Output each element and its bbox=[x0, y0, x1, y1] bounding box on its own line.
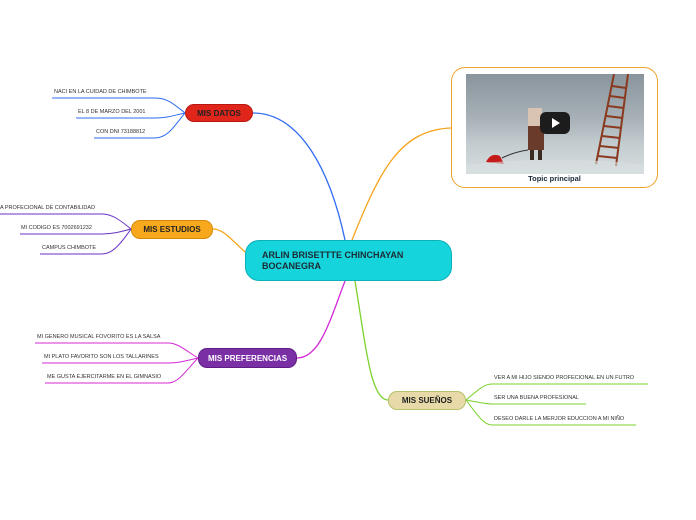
connector-datos bbox=[253, 113, 345, 240]
branch-mis-estudios-label: MIS ESTUDIOS bbox=[143, 225, 200, 234]
connector-suenos bbox=[355, 281, 388, 400]
leaf-suenos-1[interactable]: VER A MI HIJO SIENDO PROFECIONAL EN UN F… bbox=[494, 375, 634, 382]
topic-video-card[interactable]: Topic principal bbox=[451, 67, 658, 188]
leaf-estudios-3[interactable]: CAMPUS CHIMBOTE bbox=[42, 245, 96, 252]
connector-estudios bbox=[213, 229, 245, 252]
play-icon[interactable] bbox=[540, 112, 570, 134]
branch-mis-suenos-label: MIS SUEÑOS bbox=[402, 396, 452, 405]
branch-mis-suenos[interactable]: MIS SUEÑOS bbox=[388, 391, 466, 410]
branch-mis-datos-label: MIS DATOS bbox=[197, 109, 241, 118]
leaf-preferencias-2[interactable]: MI PLATO FAVORITO SON LOS TALLARINES bbox=[44, 354, 159, 361]
branch-mis-preferencias-label: MIS PREFERENCIAS bbox=[208, 354, 287, 363]
leaf-preferencias-3[interactable]: ME GUSTA EJERCITARME EN EL GIMNASIO bbox=[47, 374, 161, 381]
leaf-estudios-1[interactable]: A PROFECIONAL DE CONTABILIDAD bbox=[0, 205, 95, 212]
leaf-datos-2[interactable]: EL 8 DE MARZO DEL 2001 bbox=[78, 109, 145, 116]
branch-mis-preferencias[interactable]: MIS PREFERENCIAS bbox=[198, 348, 297, 368]
leaf-suenos-3[interactable]: DESEO DARLE LA MERJOR EDUCCION A MI NIÑO bbox=[494, 416, 624, 423]
leaf-datos-3[interactable]: CON DNI 73188812 bbox=[96, 129, 145, 136]
leaf-suenos-2[interactable]: SER UNA BUENA PROFESIONAL bbox=[494, 395, 579, 402]
leaf-preferencias-1[interactable]: MI GENERO MUSICAL FOVORITO ES LA SALSA bbox=[37, 334, 160, 341]
branch-mis-datos[interactable]: MIS DATOS bbox=[185, 104, 253, 122]
topic-caption: Topic principal bbox=[452, 174, 657, 183]
branch-mis-estudios[interactable]: MIS ESTUDIOS bbox=[131, 220, 213, 239]
connector-preferencias bbox=[297, 281, 345, 358]
connector-topic bbox=[352, 128, 451, 240]
central-topic-line2: BOCANEGRA bbox=[262, 261, 437, 272]
leaf-estudios-2[interactable]: MI CODIGO ES 7002691232 bbox=[21, 225, 92, 232]
leaf-datos-1[interactable]: NACI EN LA CUIDAD DE CHIMBOTE bbox=[54, 89, 147, 96]
central-topic[interactable]: ARLIN BRISETTTE CHINCHAYAN BOCANEGRA bbox=[245, 240, 452, 281]
video-thumbnail[interactable] bbox=[466, 74, 644, 174]
central-topic-line1: ARLIN BRISETTTE CHINCHAYAN bbox=[262, 250, 437, 261]
